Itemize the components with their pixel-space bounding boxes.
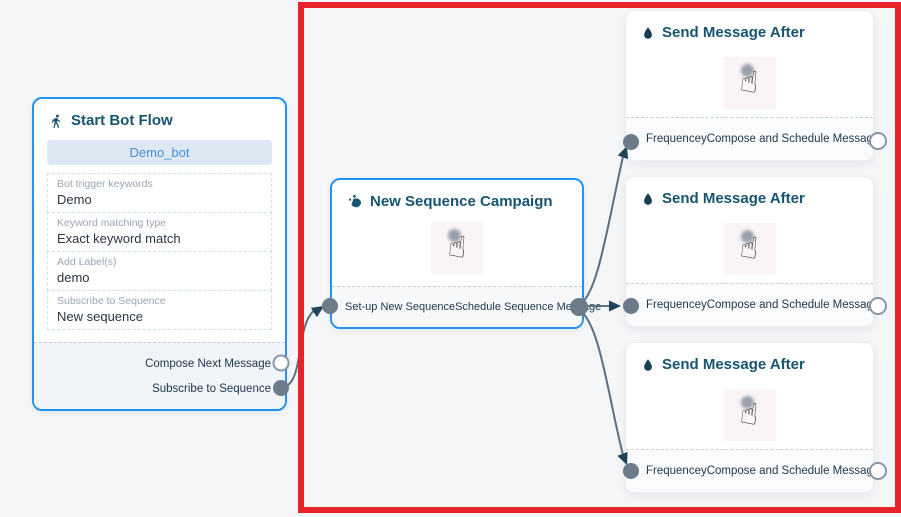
field-value: demo <box>57 270 90 285</box>
send-node-title: Send Message After <box>662 24 805 41</box>
field-add-labels[interactable]: Add Label(s) demo <box>47 251 272 291</box>
port-campaign-input[interactable] <box>322 298 338 314</box>
hand-pointer-icon[interactable]: ☝ <box>723 57 776 109</box>
hand-pointer-icon[interactable]: ☝ <box>431 222 483 274</box>
field-keyword-matching-type[interactable]: Keyword matching type Exact keyword matc… <box>47 212 272 252</box>
port-campaign-output[interactable] <box>570 298 588 316</box>
send-node-header: Send Message After <box>626 177 873 215</box>
field-label: Add Label(s) <box>57 256 117 268</box>
click-highlight-dot <box>740 64 754 77</box>
field-value: New sequence <box>57 309 143 324</box>
click-highlight-dot <box>740 230 754 243</box>
send-node-footer: Frequencey Compose and Schedule Message <box>626 449 879 492</box>
port-compose-next-message[interactable] <box>272 354 290 372</box>
wire-start-to-campaign <box>281 308 317 389</box>
droplet-icon <box>644 26 652 39</box>
frequency-label[interactable]: Frequencey <box>646 465 707 477</box>
port-subscribe-to-sequence[interactable] <box>273 380 289 396</box>
send-node-title: Send Message After <box>662 190 805 207</box>
walking-person-icon <box>51 114 60 128</box>
field-value: Exact keyword match <box>57 231 181 246</box>
field-label: Subscribe to Sequence <box>57 295 166 307</box>
droplet-icon <box>644 192 652 205</box>
schedule-sequence-message-label[interactable]: Schedule Sequence Message <box>455 301 602 313</box>
bot-name-button[interactable]: Demo_bot <box>47 140 272 165</box>
port-send1-output[interactable] <box>869 132 887 150</box>
output-subscribe-to-sequence: Subscribe to Sequence <box>152 383 271 395</box>
send-message-after-node-3[interactable]: Send Message After ☝ Frequencey Compose … <box>625 342 879 493</box>
hand-pointer-glyph: ☝ <box>738 64 761 101</box>
send-node-title: Send Message After <box>662 356 805 373</box>
send-message-after-node-2[interactable]: Send Message After ☝ Frequencey Compose … <box>625 176 879 327</box>
click-highlight-dot <box>740 396 754 409</box>
hand-pointer-icon[interactable]: ☝ <box>723 389 776 441</box>
new-sequence-campaign-node[interactable]: New Sequence Campaign ☝ Set-up New Seque… <box>330 178 601 329</box>
frequency-label[interactable]: Frequencey <box>646 299 707 311</box>
setup-new-sequence-label[interactable]: Set-up New Sequence <box>345 301 456 313</box>
port-send1-input[interactable] <box>623 134 639 150</box>
arrowhead <box>609 300 621 312</box>
campaign-node-title: New Sequence Campaign <box>370 193 553 210</box>
click-highlight-dot <box>448 229 461 242</box>
port-send3-output[interactable] <box>869 462 887 480</box>
droplet-icon <box>644 358 652 371</box>
hand-pointer-icon[interactable]: ☝ <box>723 223 776 275</box>
send-message-after-node-1[interactable]: Send Message After ☝ Frequencey Compose … <box>625 10 879 161</box>
frequency-label[interactable]: Frequencey <box>646 133 707 145</box>
start-node-footer: Compose Next Message Subscribe to Sequen… <box>34 342 285 409</box>
hand-pointer-glyph: ☝ <box>446 229 468 266</box>
compose-schedule-message-label[interactable]: Compose and Schedule Message <box>706 133 880 145</box>
wire-campaign-to-send-1 <box>579 151 625 305</box>
start-node-header: Start Bot Flow <box>34 99 285 137</box>
send-node-header: Send Message After <box>626 11 873 49</box>
output-compose-next-message: Compose Next Message <box>145 358 271 370</box>
start-bot-flow-node[interactable]: Start Bot Flow Demo_bot Bot trigger keyw… <box>32 97 287 411</box>
send-node-footer: Frequencey Compose and Schedule Message <box>626 283 879 326</box>
start-node-title: Start Bot Flow <box>71 112 173 129</box>
hand-pointer-glyph: ☝ <box>738 230 761 267</box>
port-send3-input[interactable] <box>623 463 639 479</box>
port-send2-input[interactable] <box>623 298 639 314</box>
ink-drop-icon <box>348 194 361 207</box>
compose-schedule-message-label[interactable]: Compose and Schedule Message <box>706 299 880 311</box>
compose-schedule-message-label[interactable]: Compose and Schedule Message <box>706 465 880 477</box>
field-label: Keyword matching type <box>57 217 167 229</box>
send-node-footer: Frequencey Compose and Schedule Message <box>626 117 879 160</box>
field-value: Demo <box>57 192 92 207</box>
send-node-header: Send Message After <box>626 343 873 381</box>
field-label: Bot trigger keywords <box>57 178 153 190</box>
start-node-fields: Bot trigger keywords Demo Keyword matchi… <box>47 173 272 330</box>
campaign-node-footer: Set-up New Sequence Schedule Sequence Me… <box>332 286 601 327</box>
campaign-node-header: New Sequence Campaign <box>332 180 582 218</box>
hand-pointer-glyph: ☝ <box>738 396 761 433</box>
field-bot-trigger-keywords[interactable]: Bot trigger keywords Demo <box>47 173 272 213</box>
wire-campaign-to-send-3 <box>579 310 625 460</box>
port-send2-output[interactable] <box>869 297 887 315</box>
field-subscribe-to-sequence[interactable]: Subscribe to Sequence New sequence <box>47 290 272 330</box>
